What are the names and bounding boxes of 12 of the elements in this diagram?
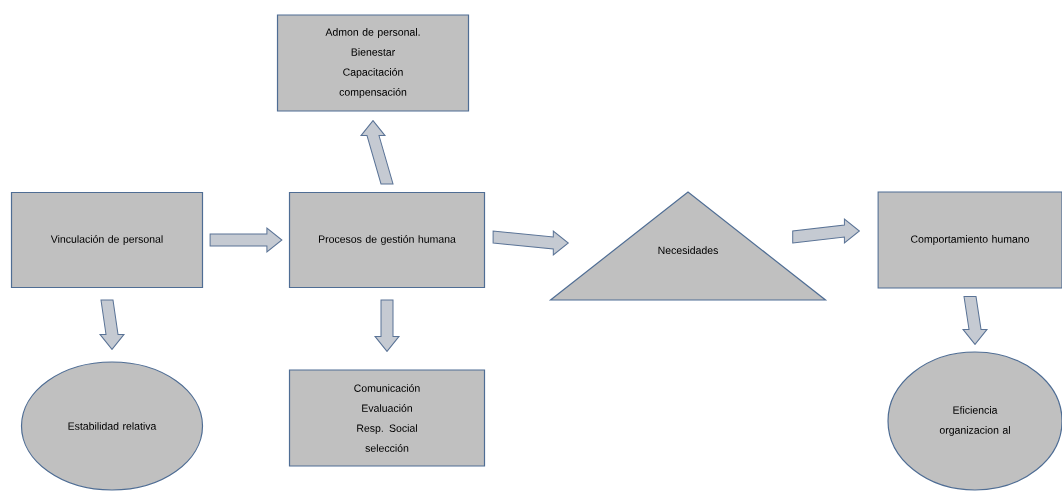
process-box: Vinculación de personal bbox=[10, 191, 204, 289]
process-box: Admon de personal. Bienestar Capacitación compensación bbox=[276, 14, 470, 112]
process-box: Comunicación Evaluación Resp. Social selección bbox=[288, 369, 486, 467]
block-arrow bbox=[792, 218, 860, 244]
block-arrow bbox=[209, 227, 283, 253]
process-box: Procesos de gestión humana bbox=[288, 191, 486, 289]
block-arrow bbox=[360, 120, 394, 185]
block-arrow bbox=[492, 230, 569, 256]
block-arrow bbox=[962, 296, 988, 345]
process-box: Comportamiento humano bbox=[877, 191, 1062, 289]
block-arrow bbox=[374, 299, 400, 352]
block-arrow bbox=[99, 299, 125, 350]
